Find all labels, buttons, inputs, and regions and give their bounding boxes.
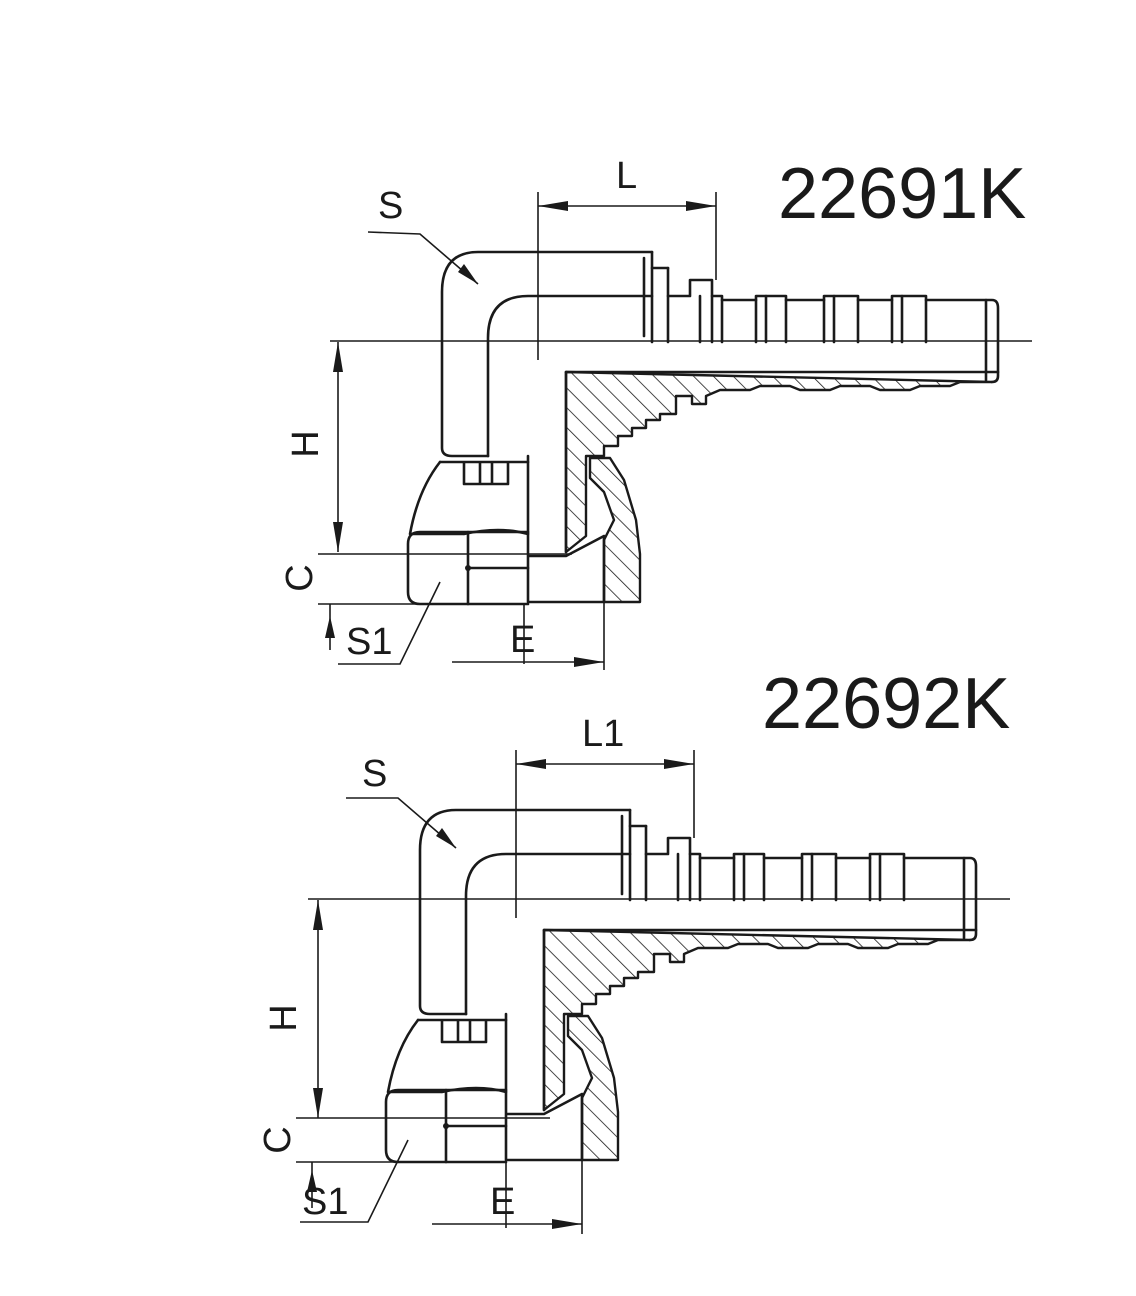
section-hatched-body: [542, 928, 972, 1112]
dim-s-leader: [367, 231, 479, 285]
part-number: 22691K: [778, 154, 1026, 234]
section-hatched-body: [564, 370, 994, 554]
nut-section-right: [566, 1014, 620, 1162]
dim-l-arrow-right: [686, 201, 716, 211]
dim-s-arrow: [436, 828, 456, 848]
dim-h-arrow-top: [313, 900, 323, 930]
dim-h-arrow-top: [333, 342, 343, 372]
dim-l-arrow-right: [664, 759, 694, 769]
nut-hex-front: [406, 530, 470, 606]
dim-s-leader: [346, 797, 457, 849]
dim-label-c: C: [279, 564, 321, 591]
dim-label-e: E: [510, 619, 535, 661]
elbow-inner-contour: [464, 852, 632, 1016]
barb-ring-lines: [676, 852, 966, 940]
part-number: 22692K: [762, 664, 1010, 744]
dim-c-arrow: [307, 1170, 317, 1192]
dim-label-s1: S1: [302, 1181, 348, 1223]
nut-section-right: [588, 456, 642, 604]
dim-s1-leader: [338, 581, 441, 665]
elbow-inner-contour: [486, 294, 654, 458]
dim-c-arrow: [325, 616, 335, 638]
barb-top-profile: [666, 278, 1000, 384]
dim-h-arrow-bottom: [313, 1088, 323, 1118]
nut-center-dot: [465, 565, 471, 571]
dim-e-arrow: [552, 1219, 582, 1229]
dim-label-l1: L1: [582, 713, 624, 755]
fitting-22691k: 22691K: [279, 154, 1032, 670]
nut-hex-side: [466, 530, 530, 606]
swivel-nut-profile: [408, 460, 530, 536]
swivel-nut-upper: [416, 1018, 508, 1044]
seat-stem: [526, 454, 606, 604]
dim-l-arrow-left: [516, 759, 546, 769]
seat-stem: [504, 1012, 584, 1162]
dim-label-l: L: [616, 155, 637, 197]
dim-label-s: S: [378, 185, 403, 227]
dim-label-c: C: [257, 1126, 299, 1153]
nut-hex-front: [384, 1088, 448, 1164]
dim-e-arrow: [574, 657, 604, 667]
fitting-22692k: 22692K: [257, 664, 1010, 1234]
nut-hex-side: [444, 1088, 508, 1164]
barb-top-profile: [644, 836, 978, 942]
dim-label-h: H: [263, 1004, 305, 1031]
swivel-nut-upper: [438, 460, 530, 486]
dim-s-arrow: [458, 264, 478, 284]
dim-label-s: S: [362, 753, 387, 795]
elbow-outer-contour: [440, 250, 654, 458]
dim-h-arrow-bottom: [333, 522, 343, 552]
dim-l-arrow-left: [538, 201, 568, 211]
dim-label-s1: S1: [346, 621, 392, 663]
nut-center-dot: [443, 1123, 449, 1129]
dim-label-h: H: [285, 430, 327, 457]
dim-label-e: E: [490, 1181, 515, 1223]
barb-ring-lines: [698, 294, 988, 382]
swivel-nut-profile: [386, 1018, 508, 1094]
dim-s1-leader: [300, 1139, 409, 1223]
elbow-outer-contour: [418, 808, 632, 1016]
